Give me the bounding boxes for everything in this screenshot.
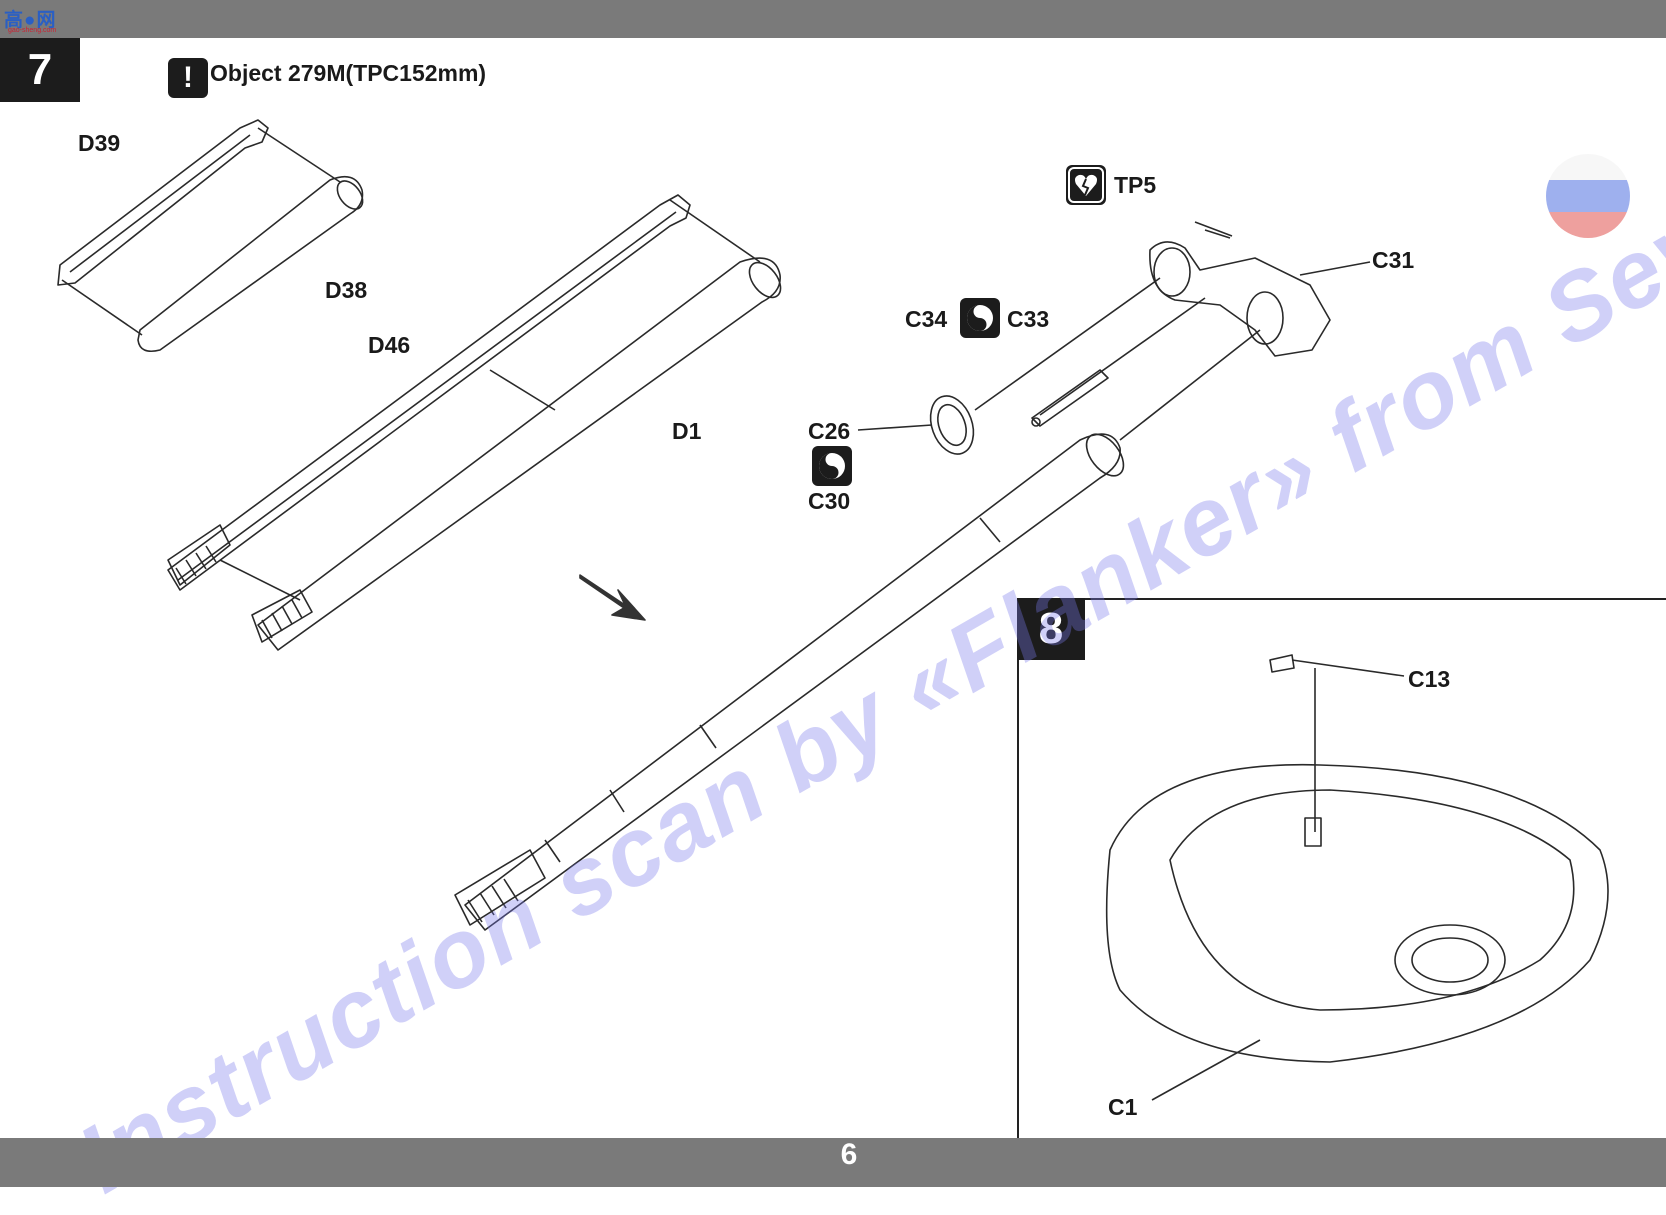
step-7-number: 7 xyxy=(0,38,80,102)
flag-emblem xyxy=(1546,154,1630,238)
part-d38-drawing xyxy=(137,175,364,353)
label-c33: C33 xyxy=(1007,306,1050,332)
yin-yang-icon xyxy=(812,446,852,486)
top-bar xyxy=(0,0,1666,38)
bottom-bar xyxy=(0,1138,1666,1187)
site-logo: 高●网 gao-sheng.com xyxy=(4,3,70,37)
label-c34: C34 xyxy=(905,306,948,332)
step-8-panel xyxy=(1017,598,1666,1140)
part-c26-drawing xyxy=(929,395,975,455)
broken-heart-icon xyxy=(1066,165,1106,205)
part-c33-drawing xyxy=(1031,369,1109,427)
exclamation-icon: ! xyxy=(168,58,208,98)
part-d46-drawing xyxy=(167,194,691,591)
step-7-title: Object 279M(TPC152mm) xyxy=(210,60,487,86)
label-c30: C30 xyxy=(808,488,851,514)
part-d39-drawing xyxy=(57,119,269,286)
part-d1-drawing xyxy=(251,257,782,651)
label-c13: C13 xyxy=(1408,666,1451,692)
site-logo-text: 高●网 xyxy=(4,10,57,31)
yin-yang-icon xyxy=(960,298,1000,338)
label-d38: D38 xyxy=(325,277,368,303)
step-8-number: 8 xyxy=(1017,598,1085,660)
label-tp5: TP5 xyxy=(1114,172,1157,198)
page-number: 6 xyxy=(840,1138,858,1171)
label-c1: C1 xyxy=(1108,1094,1138,1120)
assembled-barrel-drawing xyxy=(454,433,1125,931)
label-d1: D1 xyxy=(672,418,702,444)
site-logo-subtext: gao-sheng.com xyxy=(8,27,57,34)
part-c31-drawing xyxy=(1149,241,1331,357)
assembly-drawing xyxy=(57,119,1609,1101)
label-c26: C26 xyxy=(808,418,851,444)
label-c31: C31 xyxy=(1372,247,1415,273)
label-d46: D46 xyxy=(368,332,411,358)
part-c1-drawing xyxy=(1105,654,1609,1063)
label-d39: D39 xyxy=(78,130,121,156)
